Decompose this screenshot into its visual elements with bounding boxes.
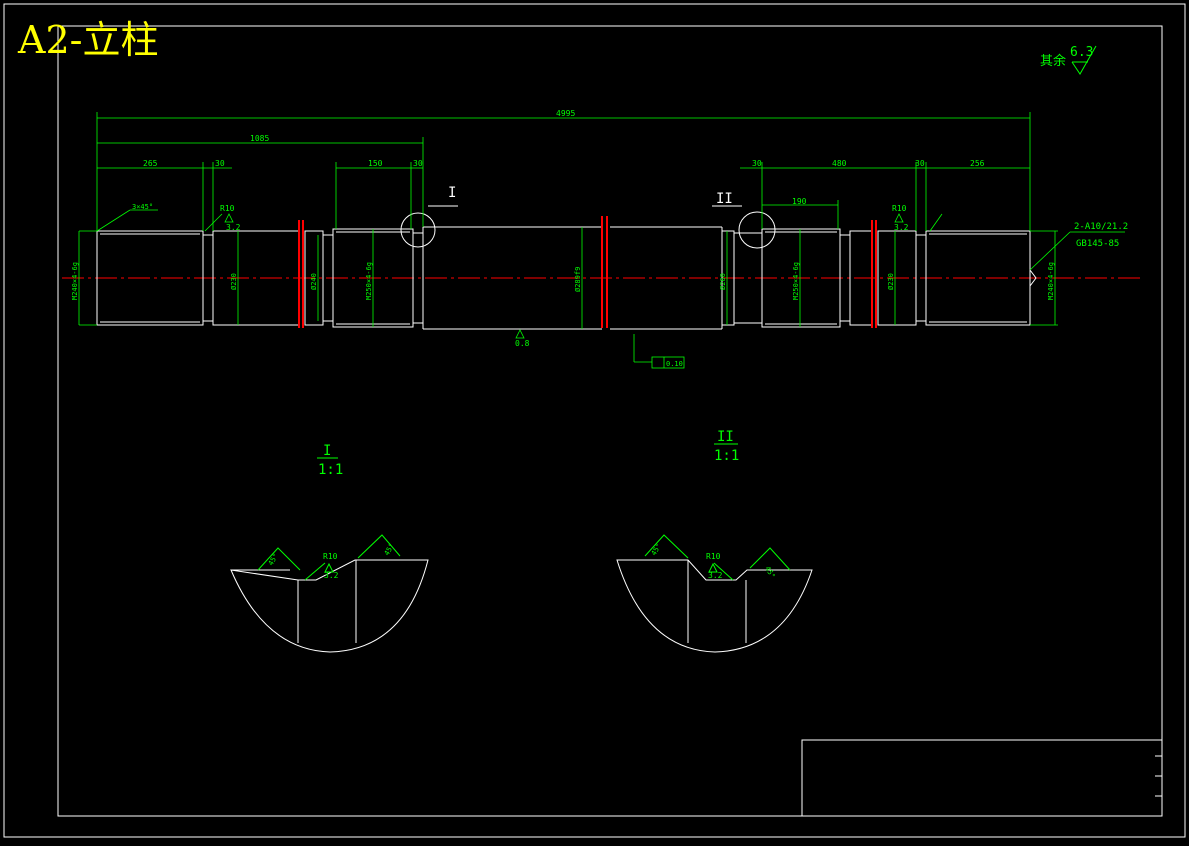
dia-thread-mid-left: M250×4-6g (365, 262, 373, 300)
dim-150: 150 (368, 159, 383, 168)
roughness-note: 其余 6.3 (1040, 45, 1097, 75)
title-block (801, 739, 1163, 817)
dim-1085: 1085 (250, 134, 269, 143)
dim-30-c: 30 (752, 159, 762, 168)
detail-2-r10: R10 (706, 552, 721, 561)
detail-view-1: I 1:1 R10 3.2 45° 45° (230, 443, 429, 653)
detail-2-ra: 3.2 (708, 571, 723, 580)
dia-289: Ø289f9 (574, 267, 582, 292)
detail-circle-2 (738, 211, 776, 249)
detail-2-angle-a: 45° (650, 542, 663, 557)
tolerance-value: 0.10 (666, 360, 683, 368)
detail-circles (400, 205, 776, 249)
detail-1-scale: 1:1 (318, 462, 343, 478)
ra-left: 3.2 (226, 223, 241, 232)
center-hole-note: 2-A10/21.2 (1074, 222, 1128, 232)
detail-1-roman: I (323, 443, 331, 459)
dim-256: 256 (970, 159, 985, 168)
outer-border (3, 3, 1186, 838)
detail-mark-1: I (448, 185, 456, 201)
ra-mid: 0.8 (515, 339, 530, 348)
roughness-prefix: 其余 (1040, 53, 1066, 69)
roughness-symbol (1071, 45, 1097, 75)
detail-mark-2: II (716, 191, 733, 207)
r10-right: R10 (892, 204, 907, 213)
break-lines (298, 216, 877, 328)
dim-30-d: 30 (915, 159, 925, 168)
detail-2-angle-b: 45° (763, 565, 776, 580)
dia-thread-right: M240×4-6g (1047, 262, 1055, 300)
center-hole-std: GB145-85 (1076, 239, 1119, 249)
dia-240: Ø240 (310, 273, 318, 290)
detail-2-roman: II (717, 429, 734, 445)
detail-1-angle-a: 45° (267, 552, 280, 567)
detail-2-scale: 1:1 (714, 448, 739, 464)
ra-right: 3.2 (894, 223, 909, 232)
chamfer-left: 3×45° (132, 203, 153, 211)
inner-border (57, 25, 1163, 817)
dim-30-b: 30 (413, 159, 423, 168)
dia-thread-left: M240×4-6g (71, 262, 79, 300)
detail-1-r10: R10 (323, 552, 338, 561)
detail-circle-1 (400, 212, 436, 248)
detail-view-2: II 1:1 R10 3.2 45° 45° (616, 429, 813, 653)
dim-190: 190 (792, 197, 807, 206)
dimension-lines (78, 112, 1125, 369)
drawing-title: A2-立柱 (18, 18, 159, 62)
dia-260: Ø260 (719, 273, 727, 290)
dim-30-a: 30 (215, 159, 225, 168)
dia-thread-mid-right: M250×4-6g (792, 262, 800, 300)
dim-overall: 4995 (556, 109, 575, 118)
dim-480: 480 (832, 159, 847, 168)
detail-1-ra: 3.2 (324, 571, 339, 580)
dia-230-left: Ø230 (230, 273, 238, 290)
r10-left: R10 (220, 204, 235, 213)
dia-230-right: Ø230 (887, 273, 895, 290)
dimension-texts: 4995 1085 265 30 150 30 30 480 30 256 19… (71, 109, 1128, 368)
roughness-value: 6.3 (1070, 45, 1093, 60)
dim-265: 265 (143, 159, 158, 168)
